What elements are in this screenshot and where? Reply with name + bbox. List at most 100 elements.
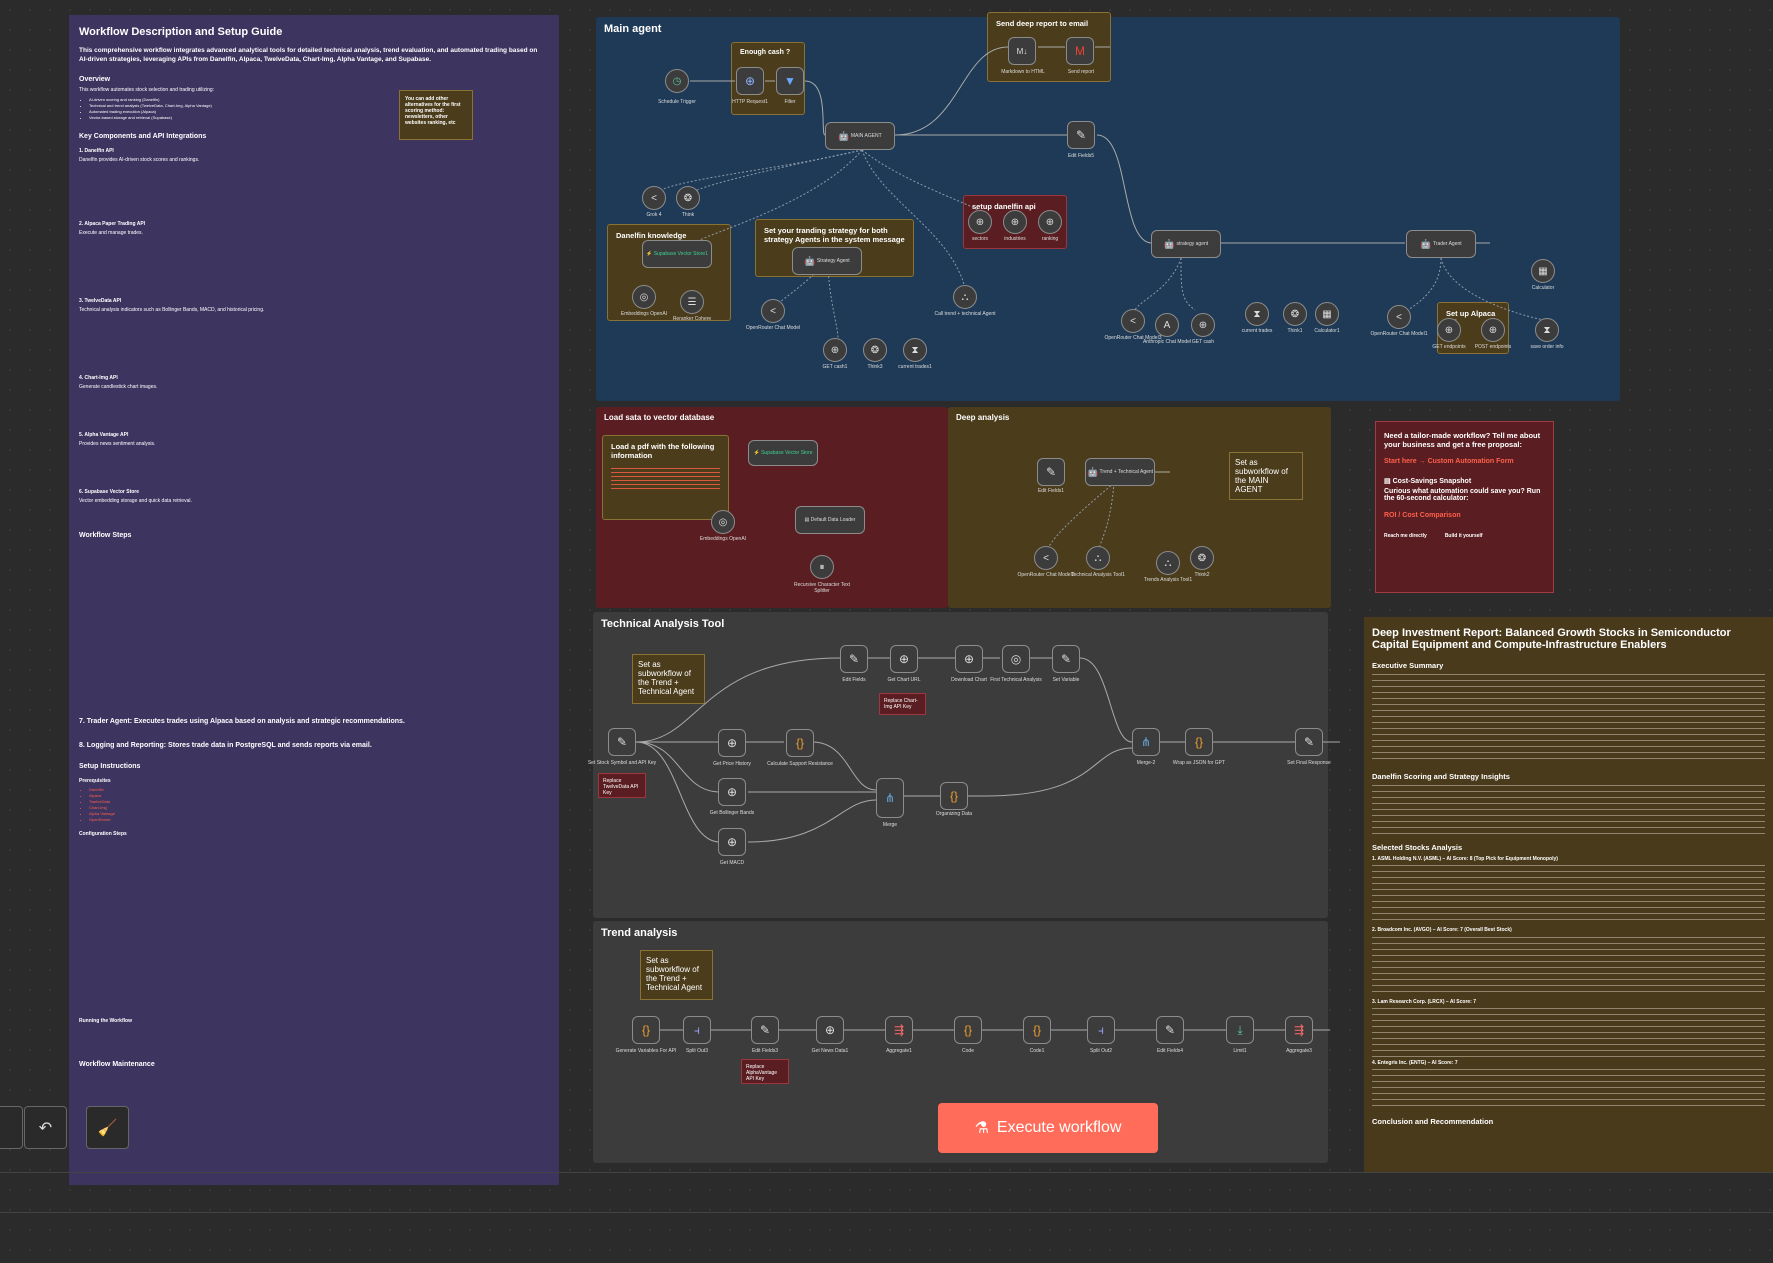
tech-tool-node[interactable]: ⛬ bbox=[1086, 546, 1110, 570]
grok-node[interactable]: < bbox=[642, 186, 666, 210]
think-node[interactable]: ❂ bbox=[676, 186, 700, 210]
embeddings2-node[interactable]: ◎ bbox=[711, 510, 735, 534]
get-cash-node[interactable]: ⊕ bbox=[1191, 313, 1215, 337]
pdf-links[interactable] bbox=[611, 468, 720, 490]
tech-sub-note[interactable]: Set as subworkflow of the Trend + Techni… bbox=[632, 654, 705, 704]
openrouter-node[interactable]: < bbox=[761, 299, 785, 323]
api-key-link[interactable]: OpenRouter bbox=[89, 817, 551, 823]
embeddings-node[interactable]: ◎ bbox=[632, 285, 656, 309]
bollinger-node[interactable]: ⊕ bbox=[718, 778, 746, 806]
code-node[interactable]: {} bbox=[954, 1016, 982, 1044]
http-request-node[interactable]: ⊕ bbox=[736, 67, 764, 95]
calculator-node[interactable]: ▦ bbox=[1531, 259, 1555, 283]
call-trend-node[interactable]: ⛬ bbox=[953, 285, 977, 309]
undo-button[interactable]: ↶ bbox=[24, 1106, 67, 1149]
macd-node[interactable]: ⊕ bbox=[718, 828, 746, 856]
set-variable-node[interactable]: ✎ bbox=[1052, 645, 1080, 673]
trends-tool-node[interactable]: ⛬ bbox=[1156, 551, 1180, 575]
gen-vars-node[interactable]: {} bbox=[632, 1016, 660, 1044]
gmail-node[interactable]: M bbox=[1066, 37, 1094, 65]
api-key-link[interactable]: Chart-Img bbox=[89, 805, 551, 811]
api-key-link[interactable]: TwelveData bbox=[89, 799, 551, 805]
deep-analysis-group[interactable]: Deep analysis bbox=[948, 407, 1331, 608]
reranker-node[interactable]: ☰ bbox=[680, 290, 704, 314]
aggregate1-node[interactable]: ⇶ bbox=[885, 1016, 913, 1044]
aggregate3-node[interactable]: ⇶ bbox=[1285, 1016, 1313, 1044]
default-loader-node[interactable]: ▤ Default Data Loader bbox=[795, 506, 865, 534]
execute-workflow-button[interactable]: ⚗Execute workflow bbox=[938, 1103, 1158, 1153]
alternatives-sticky-note[interactable]: You can add other alternatives for the f… bbox=[399, 90, 473, 140]
limit-node[interactable]: ⤓ bbox=[1226, 1016, 1254, 1044]
current-trades1-node[interactable]: ⧗ bbox=[903, 338, 927, 362]
text-splitter-node[interactable]: ⏸ bbox=[810, 555, 834, 579]
api-key-link[interactable]: Alpaca bbox=[89, 793, 551, 799]
schedule-trigger-node[interactable]: ◷ bbox=[665, 69, 689, 93]
section-text: Vector embedding storage and quick data … bbox=[79, 498, 192, 505]
post-endpoints-node[interactable]: ⊕ bbox=[1481, 318, 1505, 342]
openrouter1-node[interactable]: < bbox=[1387, 305, 1411, 329]
split-out3-node[interactable]: ⫞ bbox=[683, 1016, 711, 1044]
get-cash1-node[interactable]: ⊕ bbox=[823, 338, 847, 362]
wrap-json-node[interactable]: {} bbox=[1185, 728, 1213, 756]
organizing-node[interactable]: {} bbox=[940, 782, 968, 810]
edit-fields5-node[interactable]: ✎ bbox=[1067, 121, 1095, 149]
replace-chart-note[interactable]: Replace Chart-Img API Key bbox=[879, 693, 926, 715]
first-tech-node[interactable]: ◎ bbox=[1002, 645, 1030, 673]
main-agent-node[interactable]: 🤖 MAIN AGENT bbox=[825, 122, 895, 150]
supabase-vector-node[interactable]: ⚡ Supabase Vector Store1 bbox=[642, 240, 712, 268]
calc-support-node[interactable]: {} bbox=[786, 729, 814, 757]
deep-sub-note[interactable]: Set as subworkflow of the MAIN AGENT bbox=[1229, 452, 1303, 500]
openrouter3-node[interactable]: < bbox=[1121, 309, 1145, 333]
chart-url-node[interactable]: ⊕ bbox=[890, 645, 918, 673]
strategy-agent2-node[interactable]: 🤖 strategy agent bbox=[1151, 230, 1221, 258]
strategy-agent-node[interactable]: 🤖 Strategy Agent bbox=[792, 247, 862, 275]
trend-technical-agent-node[interactable]: 🤖 Trend + Technical Agent bbox=[1085, 458, 1155, 486]
zoom-control-button[interactable] bbox=[0, 1106, 23, 1149]
custom-workflow-note[interactable]: Need a tailor-made workflow? Tell me abo… bbox=[1375, 421, 1554, 593]
api-key-link[interactable]: Alpha Vantage bbox=[89, 811, 551, 817]
investment-report-note[interactable]: Deep Investment Report: Balanced Growth … bbox=[1364, 617, 1773, 1173]
sectors-node[interactable]: ⊕ bbox=[968, 210, 992, 234]
roi-link[interactable]: ROI / Cost Comparison bbox=[1384, 512, 1461, 519]
trader-agent-node[interactable]: 🤖 Trader Agent bbox=[1406, 230, 1476, 258]
split-out2-node[interactable]: ⫞ bbox=[1087, 1016, 1115, 1044]
workflow-description-note[interactable]: Workflow Description and Setup Guide Thi… bbox=[69, 15, 559, 1185]
replace-alpha-note[interactable]: Replace AlphaVantage API Key bbox=[741, 1059, 789, 1084]
price-history-node[interactable]: ⊕ bbox=[718, 729, 746, 757]
load-pdf-note[interactable]: Load a pdf with the following informatio… bbox=[602, 435, 729, 520]
set-stock-node[interactable]: ✎ bbox=[608, 728, 636, 756]
merge2-node[interactable]: ⋔ bbox=[1132, 728, 1160, 756]
current-trades-node[interactable]: ⧗ bbox=[1245, 302, 1269, 326]
openrouter2-node[interactable]: < bbox=[1034, 546, 1058, 570]
trend-sub-note[interactable]: Set as subworkflow of the Trend + Techni… bbox=[640, 950, 713, 1000]
report-section-heading: Conclusion and Recommendation bbox=[1372, 1117, 1494, 1126]
api-key-link[interactable]: Danelfin bbox=[89, 787, 551, 793]
edit-fields3-node[interactable]: ✎ bbox=[751, 1016, 779, 1044]
edit-fields1-node[interactable]: ✎ bbox=[1037, 458, 1065, 486]
custom-form-link[interactable]: Start here → Custom Automation Form bbox=[1384, 458, 1514, 465]
think3-node[interactable]: ❂ bbox=[863, 338, 887, 362]
edit-fields-node[interactable]: ✎ bbox=[840, 645, 868, 673]
calculator1-node[interactable]: ▦ bbox=[1315, 302, 1339, 326]
download-chart-node[interactable]: ⊕ bbox=[955, 645, 983, 673]
tidy-up-button[interactable]: 🧹 bbox=[86, 1106, 129, 1149]
merge-node[interactable]: ⋔ bbox=[876, 778, 904, 818]
think1-node[interactable]: ❂ bbox=[1283, 302, 1307, 326]
node-label: Embeddings OpenAI bbox=[620, 311, 668, 317]
markdown-node[interactable]: M↓ bbox=[1008, 37, 1036, 65]
code1-node[interactable]: {} bbox=[1023, 1016, 1051, 1044]
industries-node[interactable]: ⊕ bbox=[1003, 210, 1027, 234]
edit-fields4-node[interactable]: ✎ bbox=[1156, 1016, 1184, 1044]
replace-twelve-note[interactable]: Replace TwelveData API Key bbox=[598, 773, 646, 798]
get-endpoints-node[interactable]: ⊕ bbox=[1437, 318, 1461, 342]
filter-node[interactable]: ▼ bbox=[776, 67, 804, 95]
ranking-node[interactable]: ⊕ bbox=[1038, 210, 1062, 234]
anthropic-node[interactable]: A bbox=[1155, 313, 1179, 337]
final-response-node[interactable]: ✎ bbox=[1295, 728, 1323, 756]
news-data-node[interactable]: ⊕ bbox=[816, 1016, 844, 1044]
supabase-vector-store-node[interactable]: ⚡ Supabase Vector Store bbox=[748, 440, 818, 466]
node-label: save order info bbox=[1530, 344, 1564, 350]
save-order-node[interactable]: ⧗ bbox=[1535, 318, 1559, 342]
think2-node[interactable]: ❂ bbox=[1190, 546, 1214, 570]
stock-heading: 4. Entegris Inc. (ENTG) – AI Score: 7 bbox=[1372, 1059, 1458, 1066]
